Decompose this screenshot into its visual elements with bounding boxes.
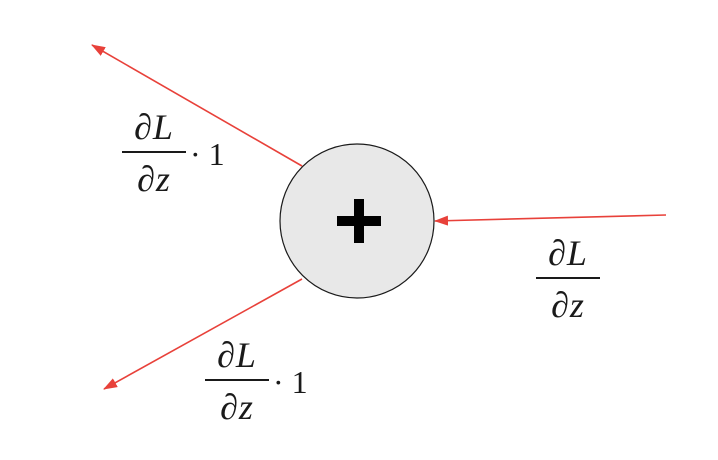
upstream-gradient-arrow <box>434 214 667 226</box>
top-output-gradient-label: ∂L ∂z · 1 <box>122 107 225 199</box>
top-gradient-denominator: ∂z <box>137 159 171 199</box>
bottom-gradient-multiplier: · 1 <box>273 363 308 400</box>
top-gradient-fraction-bar <box>122 151 186 153</box>
top-output-gradient-arrow <box>91 44 303 167</box>
bottom-output-gradient-label: ∂L ∂z · 1 <box>205 335 308 427</box>
plus-icon <box>337 199 381 243</box>
bottom-gradient-fraction-bar <box>205 379 269 381</box>
top-gradient-numerator: ∂L <box>134 107 174 147</box>
upstream-gradient-fraction-bar <box>536 277 600 279</box>
bottom-output-gradient-arrow <box>103 278 303 390</box>
upstream-gradient-label: ∂L ∂z <box>536 233 600 325</box>
upstream-gradient-denominator: ∂z <box>551 285 585 325</box>
upstream-gradient-numerator: ∂L <box>548 233 588 273</box>
bottom-gradient-numerator: ∂L <box>217 335 257 375</box>
bottom-gradient-denominator: ∂z <box>220 387 254 427</box>
top-gradient-multiplier: · 1 <box>190 135 225 172</box>
